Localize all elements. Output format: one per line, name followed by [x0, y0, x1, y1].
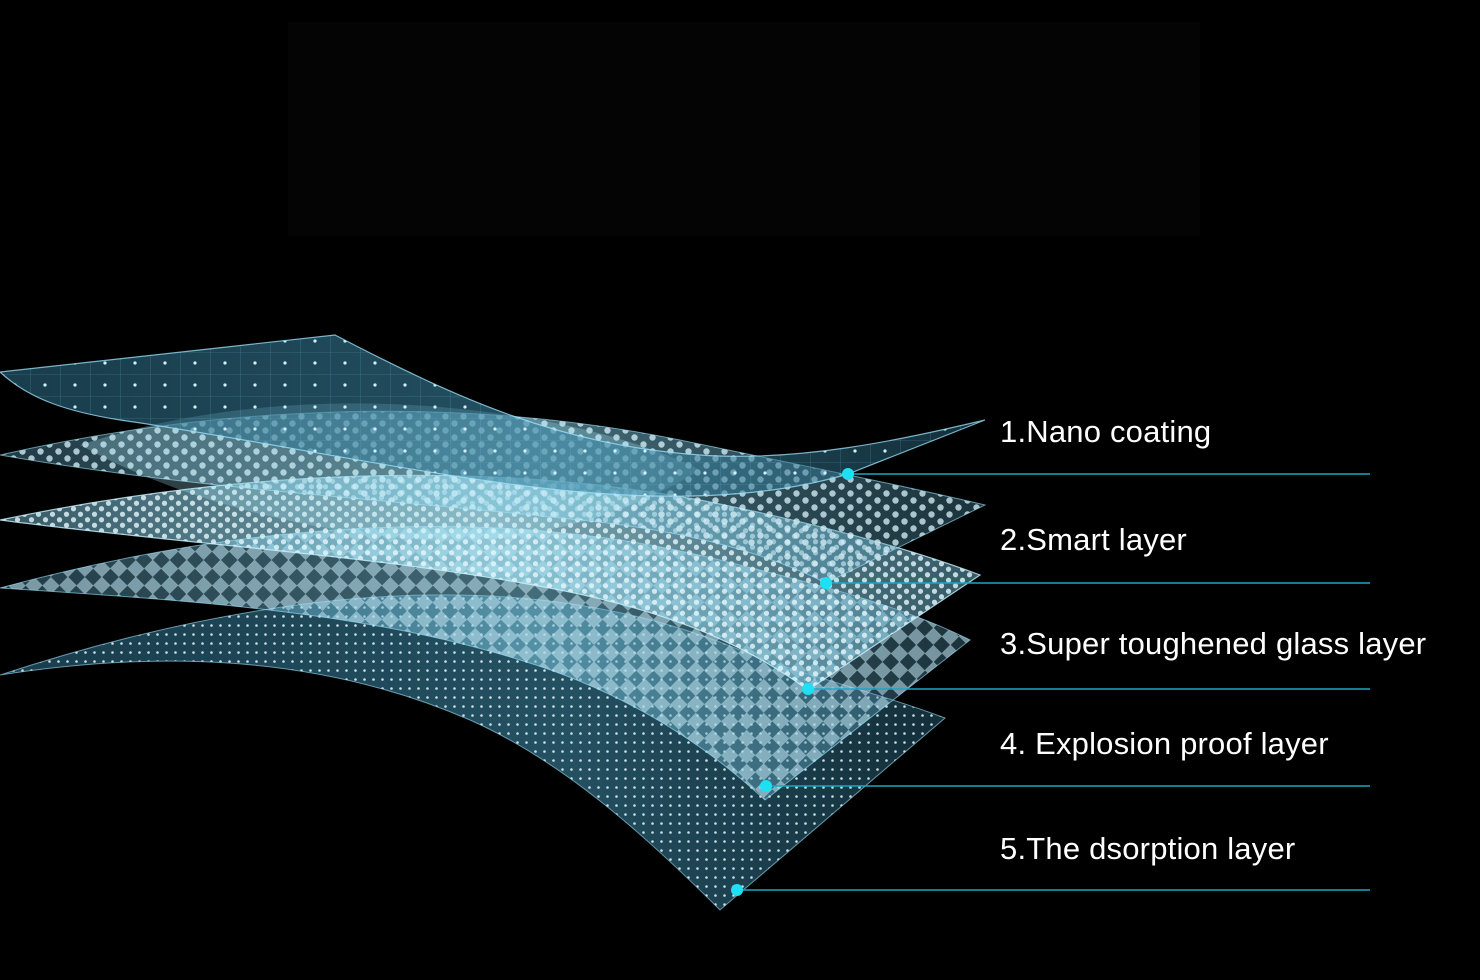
leader-dot-4 [760, 780, 772, 792]
film-layer-2 [0, 403, 987, 584]
leader-line-2 [820, 577, 1370, 589]
dark-backdrop-panel [288, 22, 1200, 236]
leader-line-1 [842, 468, 1370, 480]
film-layer-1 [0, 334, 986, 497]
leader-line-3 [802, 683, 1370, 695]
layer-label-1: 1.Nano coating [1000, 414, 1212, 449]
layer-label-4: 4. Explosion proof layer [1000, 726, 1329, 761]
leader-line-4 [760, 780, 1370, 792]
layer-label-3: 3.Super toughened glass layer [1000, 626, 1427, 661]
leader-dot-3 [802, 683, 814, 695]
leader-dot-1 [842, 468, 854, 480]
layer-label-2: 2.Smart layer [1000, 522, 1187, 557]
leader-line-5 [731, 884, 1370, 896]
layer-label-5: 5.The dsorption layer [1000, 831, 1296, 866]
leader-dot-2 [820, 577, 832, 589]
leader-dot-5 [731, 884, 743, 896]
